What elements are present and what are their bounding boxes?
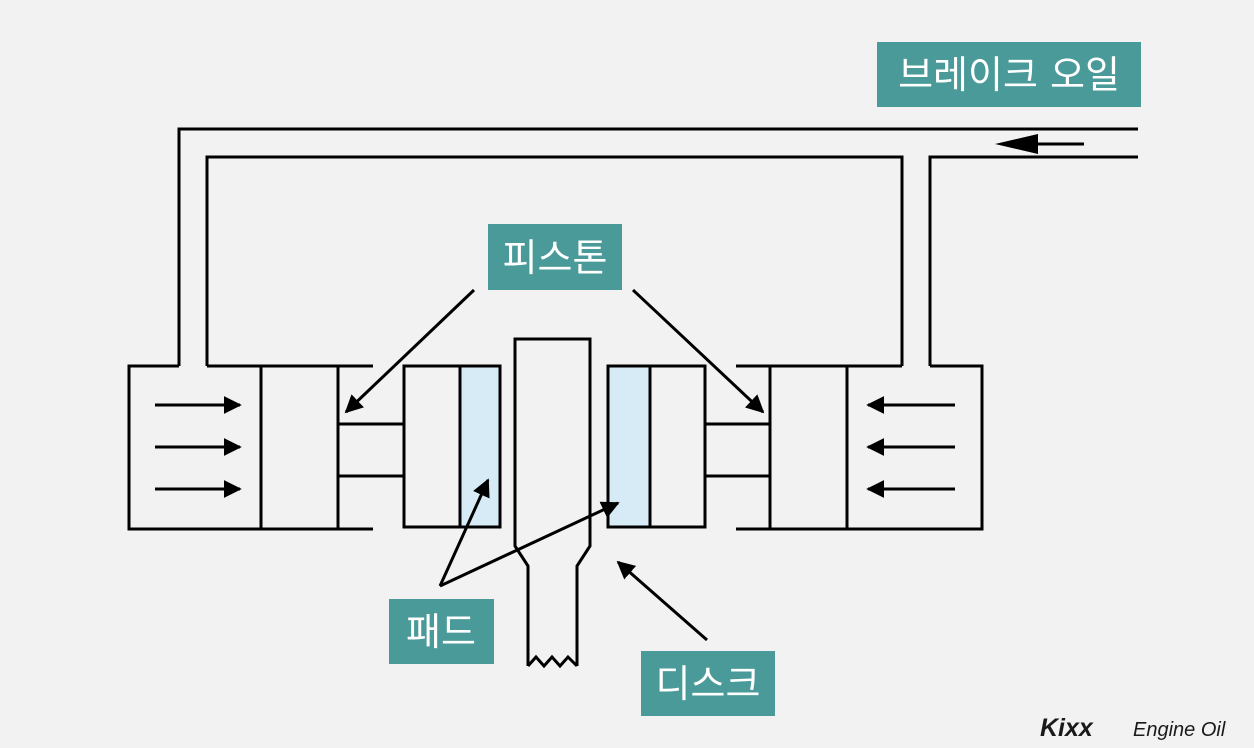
- disc: [513, 337, 592, 666]
- label-piston: 피스톤: [488, 224, 622, 290]
- right-piston: [768, 364, 849, 531]
- disc-break-line: [526, 654, 579, 669]
- brand-logo: Kixx Engine Oil: [1040, 714, 1226, 742]
- left-pad-backing: [402, 364, 462, 529]
- pad-pointer-right: [439, 501, 620, 588]
- left-pad: [458, 364, 502, 529]
- right-caliper-housing: [736, 364, 984, 531]
- label-disc-text: 디스크: [656, 662, 761, 706]
- right-pad-backing: [648, 364, 707, 529]
- label-pad: 패드: [389, 599, 494, 664]
- right-pad: [606, 364, 652, 529]
- label-pad-text: 패드: [406, 610, 476, 654]
- oil-line-inner: [205, 155, 904, 366]
- left-piston: [259, 364, 340, 531]
- oil-inlet-line: [928, 155, 1138, 366]
- label-disc: 디스크: [641, 651, 775, 716]
- brand-tagline: Engine Oil: [1133, 719, 1226, 741]
- pad-pointer-left: [438, 478, 490, 587]
- right-pressure-arrows: [866, 396, 955, 498]
- disc-pointer: [616, 560, 708, 642]
- piston-pointer-right: [631, 288, 765, 414]
- left-pressure-arrows: [155, 396, 242, 498]
- oil-line-outer: [177, 127, 1138, 366]
- brand-name: Kixx: [1040, 714, 1094, 742]
- label-piston-text: 피스톤: [503, 236, 608, 280]
- piston-pointer-left: [344, 288, 476, 414]
- left-caliper-housing: [127, 364, 373, 531]
- label-brake-oil: 브레이크 오일: [877, 42, 1141, 107]
- oil-flow-arrow-head: [995, 134, 1038, 154]
- label-brake-oil-text: 브레이크 오일: [898, 53, 1120, 97]
